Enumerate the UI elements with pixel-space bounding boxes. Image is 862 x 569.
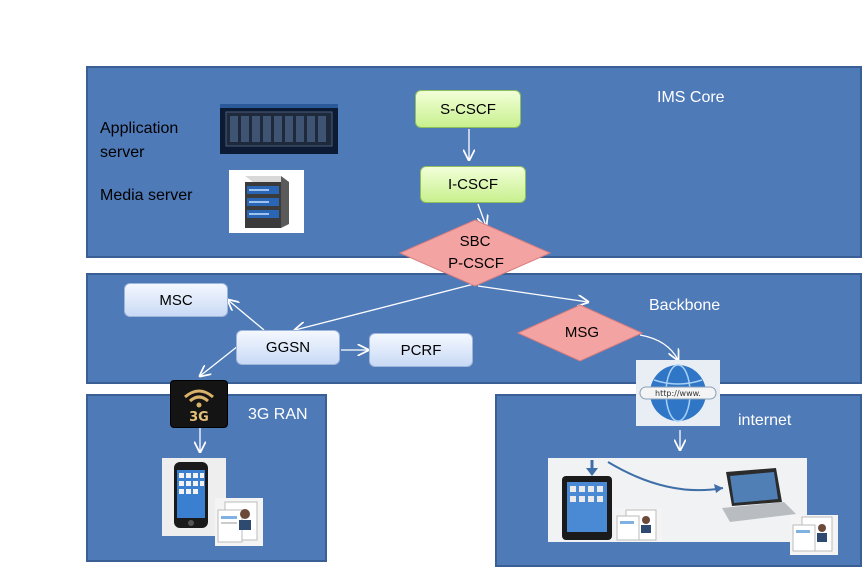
ggsn-to-msc-arrow: [228, 300, 265, 331]
3g-text: 3G: [189, 410, 209, 425]
pcscf-label: P-CSCF: [448, 255, 504, 272]
scscf-node[interactable]: S-CSCF: [415, 90, 521, 128]
internet-label: internet: [738, 412, 792, 429]
contact-card-image-right: [790, 515, 838, 555]
msg-diamond: [516, 304, 644, 362]
backbone-label: Backbone: [649, 297, 721, 314]
sbc-to-ggsn-arrow: [295, 283, 475, 330]
media-server-label: Media server: [100, 187, 193, 204]
icscf-node[interactable]: I-CSCF: [420, 166, 526, 203]
pcrf-node[interactable]: PCRF: [369, 333, 473, 367]
devices-image: [548, 458, 807, 542]
ims-core-label: IMS Core: [657, 89, 725, 106]
application-server-image: [220, 104, 338, 154]
contact-card-image-middle: [614, 508, 662, 542]
contact-card-image-left: [215, 498, 263, 546]
3g-icon: 3G: [170, 380, 228, 428]
http-text: http://www.: [655, 389, 701, 398]
msg-to-globe-arrow: [639, 334, 678, 360]
sbc-to-msg-arrow: [477, 285, 588, 302]
ggsn-node[interactable]: GGSN: [236, 330, 340, 365]
ggsn-to-3g-arrow: [200, 345, 239, 376]
sbc-label: SBC: [459, 233, 491, 250]
application-server-label: Application server: [100, 120, 179, 161]
media-server-image: [229, 170, 304, 233]
msg-label: MSG: [564, 324, 600, 341]
ran-label: 3G RAN: [248, 406, 308, 423]
icscf-to-sbc-arrow: [478, 203, 486, 226]
msc-node[interactable]: MSC: [124, 283, 228, 317]
http-globe-icon: http://www.: [636, 360, 720, 426]
